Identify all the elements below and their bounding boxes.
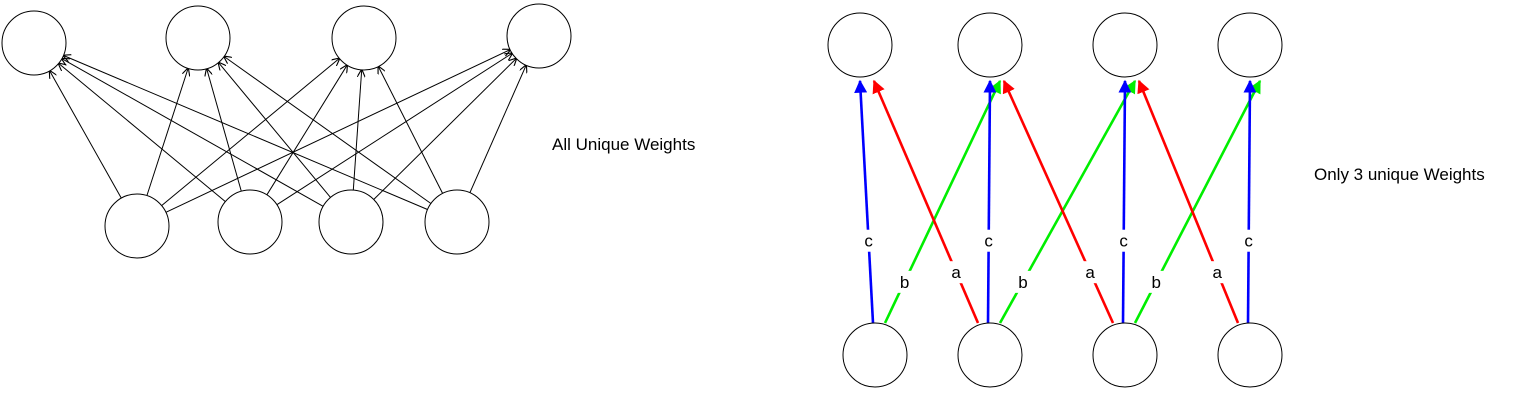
weight-label-bg xyxy=(896,270,913,293)
weight-label-b: b xyxy=(1152,273,1161,292)
weight-label-bg xyxy=(1082,261,1099,284)
weight-label-bg xyxy=(1240,229,1257,252)
left-input-node-1 xyxy=(217,189,283,255)
left-output-node-3 xyxy=(506,3,572,69)
left-edge-in3-out3 xyxy=(469,65,526,193)
right-output-node-1 xyxy=(957,12,1023,78)
right-edge-c-in1-out1 xyxy=(983,79,997,324)
left-input-node-0 xyxy=(104,193,170,259)
left-edge-in1-out3 xyxy=(276,53,512,206)
right-edge-c-in3-out3 xyxy=(1243,79,1257,324)
left-output-node-0 xyxy=(1,10,67,76)
left-input-node-2 xyxy=(318,189,384,255)
left-input-node-3 xyxy=(424,189,490,255)
right-edge-c-in2-out2 xyxy=(1118,79,1132,324)
weight-label-b: b xyxy=(900,273,909,292)
left-edge-in1-out2 xyxy=(266,65,347,196)
right-diagram-shared-weights: c b a c b a c b a c Only 3 unique Weights xyxy=(827,12,1485,388)
weight-label-bg xyxy=(1148,270,1165,293)
right-output-node-0 xyxy=(827,12,893,78)
weight-label-c: c xyxy=(1119,232,1128,251)
left-edge-in2-out1 xyxy=(219,63,331,198)
left-edge-in0-out3 xyxy=(165,50,510,213)
right-caption: Only 3 unique Weights xyxy=(1314,165,1485,184)
right-edge-a-in1-out0 xyxy=(872,79,980,324)
left-edge-in0-out1 xyxy=(146,68,188,196)
weight-label-bg xyxy=(1115,229,1132,252)
weight-label-bg xyxy=(1014,270,1031,293)
right-output-node-3 xyxy=(1217,12,1283,78)
weight-label-a: a xyxy=(1085,263,1095,282)
right-input-node-2 xyxy=(1092,322,1158,388)
right-weight-labels: c b a c b a c b a c xyxy=(860,229,1257,293)
left-edge-in2-out0 xyxy=(62,59,324,207)
right-input-node-0 xyxy=(842,322,908,388)
left-edge-in0-out2 xyxy=(161,58,340,206)
left-edge-in1-out1 xyxy=(207,69,242,192)
right-nodes xyxy=(827,12,1283,388)
right-output-node-2 xyxy=(1092,12,1158,78)
weight-label-a: a xyxy=(1212,263,1222,282)
left-edge-in0-out0 xyxy=(50,71,122,199)
weight-label-b: b xyxy=(1018,273,1027,292)
left-edge-in3-out2 xyxy=(378,67,444,194)
left-nodes xyxy=(1,3,572,259)
weight-label-c: c xyxy=(1244,232,1253,251)
left-edges xyxy=(50,50,526,213)
weight-label-a: a xyxy=(951,263,961,282)
left-caption: All Unique Weights xyxy=(552,135,695,154)
left-edge-in2-out2 xyxy=(352,70,361,191)
right-input-node-3 xyxy=(1217,322,1283,388)
weight-label-bg xyxy=(1209,261,1226,284)
left-edge-in2-out3 xyxy=(373,59,517,200)
weight-label-c: c xyxy=(864,232,873,251)
left-edge-in1-out0 xyxy=(59,63,226,202)
right-edges xyxy=(854,79,1262,324)
left-edge-in3-out1 xyxy=(224,57,432,204)
left-diagram-fully-connected: All Unique Weights xyxy=(1,3,695,259)
left-edge-in3-out0 xyxy=(64,56,428,210)
weight-label-bg xyxy=(980,229,997,252)
weight-label-bg xyxy=(948,261,965,284)
right-edge-c-in0-out0 xyxy=(854,79,875,324)
right-input-node-1 xyxy=(957,322,1023,388)
left-output-node-2 xyxy=(331,5,397,71)
left-output-node-1 xyxy=(165,5,231,71)
weight-label-c: c xyxy=(984,232,993,251)
weight-label-bg xyxy=(860,229,877,252)
